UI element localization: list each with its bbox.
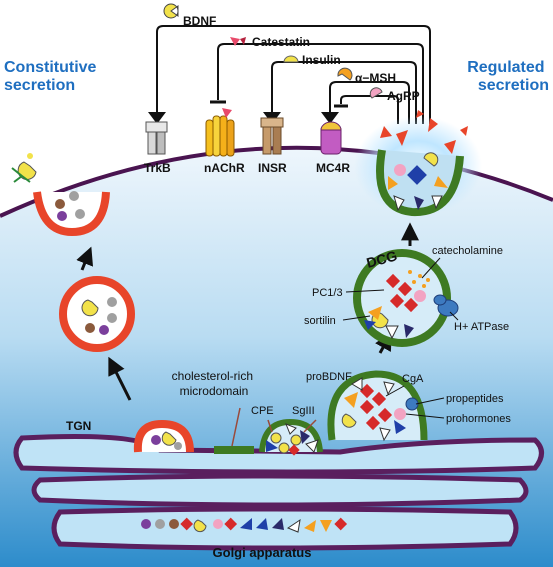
signaling-arrowheads	[148, 100, 348, 124]
signaling-lines	[156, 25, 431, 124]
agrp-icon	[369, 87, 383, 99]
catestatin-label: Catestatin	[252, 35, 310, 49]
catestatin-icon	[230, 37, 240, 46]
tgn-budding-vesicle	[133, 419, 194, 453]
golgi-label: Golgi apparatus	[213, 545, 312, 560]
propeptides-label: propeptides	[446, 393, 504, 405]
insr-label: INSR	[258, 161, 287, 175]
amsh-icon	[337, 67, 353, 81]
nachr-label: nAChR	[204, 161, 245, 175]
hatpase-label: H+ ATPase	[454, 321, 509, 333]
nachr-receptor: nAChR	[204, 108, 245, 175]
tgn-budding-dcg	[327, 370, 428, 442]
pc13-label: PC1/3	[312, 287, 343, 299]
insulin-ligand: Insulin	[283, 53, 341, 67]
tgn-cargo-cluster	[259, 418, 323, 456]
trkb-label: TrkB	[144, 161, 171, 175]
mc4r-label: MC4R	[316, 161, 350, 175]
catecholamine-label: catecholamine	[432, 245, 503, 257]
amsh-label: α−MSH	[355, 71, 396, 85]
cpe-label: CPE	[251, 405, 274, 417]
constitutive-fusing-vesicle	[11, 153, 110, 237]
cholesterol-label: cholesterol-rich microdomain	[172, 369, 257, 398]
constitutive-heading: Constitutive secretion	[4, 59, 101, 94]
sgiii-label: SgIII	[292, 405, 315, 417]
probdnf-label: proBDNF	[306, 371, 352, 383]
insulin-icon	[283, 55, 299, 63]
bdnf-icon	[163, 3, 179, 19]
catestatin-ligand: Catestatin	[230, 35, 310, 49]
sortilin-label: sortilin	[304, 315, 336, 327]
constitutive-vesicle	[59, 276, 135, 352]
cholesterol-microdomain	[214, 407, 254, 454]
agrp-label: AgRP	[387, 89, 420, 103]
mc4r-receptor: MC4R	[316, 121, 350, 175]
exocytosis-vesicle	[354, 110, 482, 217]
bdnf-label: BDNF	[183, 14, 216, 28]
dcg-label: DCG	[365, 247, 399, 271]
bdnf-ligand: BDNF	[163, 3, 216, 28]
amsh-ligand: α−MSH	[337, 67, 396, 85]
cga-label: CgA	[402, 373, 424, 385]
golgi-apparatus	[13, 434, 544, 551]
prohormones-label: prohormones	[446, 413, 511, 425]
insulin-label: Insulin	[302, 53, 341, 67]
regulated-heading: Regulated secretion	[467, 59, 549, 94]
trkb-receptor: TrkB	[144, 121, 171, 175]
tgn-label: TGN	[66, 419, 91, 433]
agrp-ligand: AgRP	[369, 87, 420, 103]
insr-receptor: INSR	[258, 117, 287, 175]
